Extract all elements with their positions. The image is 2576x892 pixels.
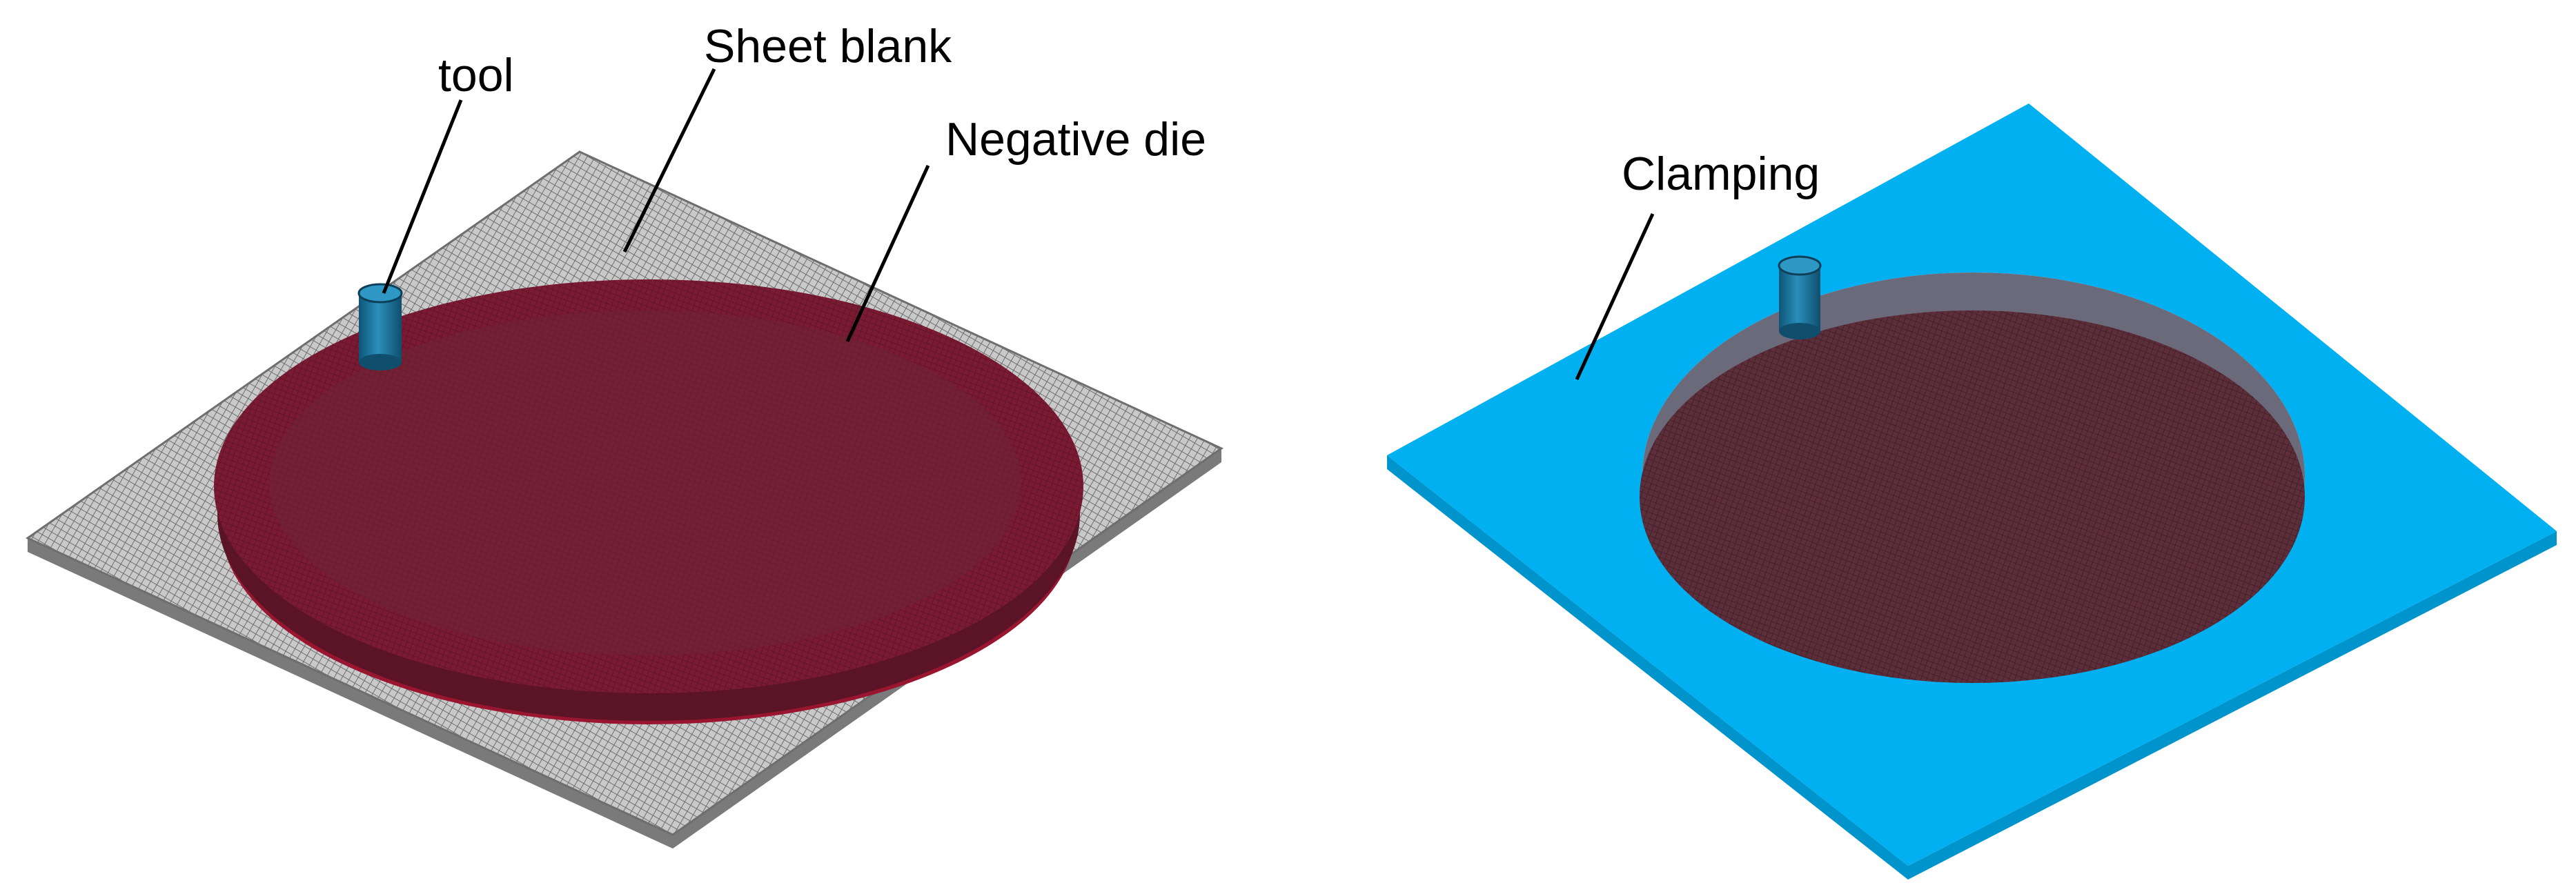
- clamping-hole: [1640, 272, 2305, 683]
- negative-die-label: Negative die: [945, 113, 1206, 166]
- hole-interior: [1640, 310, 2305, 683]
- tool-label: tool: [438, 49, 514, 101]
- negative-die-inner: [269, 310, 1021, 655]
- negative-die: [214, 279, 1083, 724]
- tool-icon: [357, 283, 403, 370]
- clamping-plate-surface: [1387, 103, 2557, 866]
- sheet-blank-label: Sheet blank: [704, 20, 952, 72]
- left-panel: tool Sheet blank Negative die: [25, 20, 1223, 849]
- sheet-blank-leader-line: [622, 68, 716, 253]
- clamping-leader-line: [1575, 212, 1655, 381]
- negative-die-leader-line: [845, 164, 930, 343]
- tool-leader-line: [382, 99, 463, 294]
- tool-icon-right: [1778, 255, 1822, 339]
- clamping-label: Clamping: [1622, 148, 1820, 200]
- right-panel: Clamping: [1387, 103, 2557, 880]
- clamping-plate: [1387, 103, 2557, 880]
